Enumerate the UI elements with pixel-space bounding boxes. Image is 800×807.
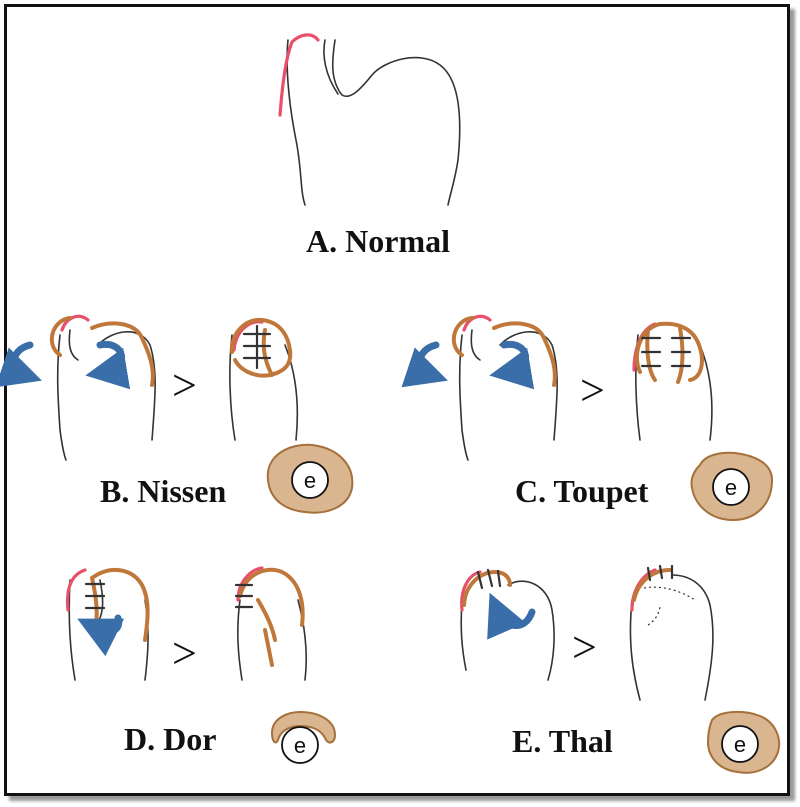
toupet-rotation-arrow-left [401,341,448,388]
thal-after-sutures [646,564,674,582]
nissen-cross-section: e [266,443,354,514]
toupet-wrap-before [451,316,557,387]
normal-esophagus [278,33,320,117]
label-b-nissen: B. Nissen [100,473,226,509]
thal-rotation-arrow [487,592,536,640]
panel-e-thal: > E. Thal e [460,564,780,774]
panel-a-normal: A. Normal [278,33,461,259]
nissen-esophagus [60,314,90,332]
thal-cross-section: e [706,710,780,774]
label-e-thal: E. Thal [512,723,613,759]
toupet-wrap-after [634,321,704,384]
panel-d-dor: > D. Dor e [65,566,337,764]
dor-after-sutures [234,583,254,609]
toupet-esophagus-marker: e [725,475,737,500]
nissen-sutures [242,324,272,370]
toupet-rotation-arrow-right [489,340,535,390]
dor-esophagus-marker: e [294,733,306,758]
thal-esophagus-marker: e [734,732,746,757]
nissen-rotation-arrow-left [0,341,42,388]
dor-rotation-arrow [77,614,125,657]
thal-wrap-after [632,568,672,602]
dor-cross-section: e [270,710,337,764]
thal-transition-symbol: > [572,623,597,672]
label-a-normal: A. Normal [306,223,450,259]
dor-sutures [84,582,106,610]
nissen-wrap-before [49,316,155,387]
panel-b-nissen: > B. Nissen e [0,314,354,514]
nissen-rotation-arrow-right [85,340,131,390]
toupet-sutures [640,336,692,368]
nissen-transition-symbol: > [172,361,197,410]
label-d-dor: D. Dor [124,721,216,757]
panel-c-toupet: > C. Toupet e [401,314,774,522]
toupet-esophagus [462,314,492,332]
dor-wrap-after [238,567,305,667]
thal-sutures [476,568,502,590]
dor-transition-symbol: > [172,629,197,678]
figure-frame [4,4,790,796]
label-c-toupet: C. Toupet [515,473,649,509]
nissen-esophagus-marker: e [304,468,316,493]
nissen-wrap-after [229,317,293,378]
thal-esophagus [460,570,482,612]
normal-stomach-outline [286,39,461,206]
toupet-cross-section: e [690,451,774,522]
toupet-transition-symbol: > [580,366,605,415]
dor-esophagus [65,568,87,612]
thal-wrap-before [462,570,512,607]
